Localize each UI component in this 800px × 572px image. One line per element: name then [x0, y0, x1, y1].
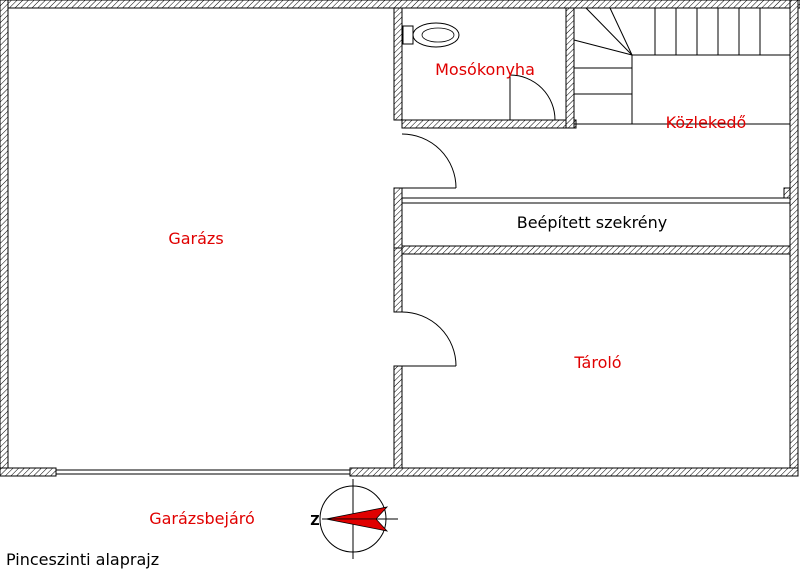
room-label-closet: Beépített szekrény — [517, 213, 668, 232]
doors — [401, 74, 556, 367]
toilet-icon — [402, 22, 460, 48]
staircase — [573, 7, 791, 125]
interior-walls — [393, 7, 791, 469]
room-label-garage: Garázs — [168, 229, 223, 248]
room-label-laundry: Mosókonyha — [435, 60, 535, 79]
compass: Z — [310, 479, 398, 559]
compass-letter: Z — [310, 514, 319, 529]
room-label-hallway: Közlekedő — [666, 113, 747, 132]
plan-title: Pinceszinti alaprajz — [6, 550, 159, 569]
compass-needle-icon — [325, 506, 389, 532]
driveway-label: Garázsbejáró — [149, 509, 255, 528]
room-label-storage: Tároló — [573, 353, 621, 372]
